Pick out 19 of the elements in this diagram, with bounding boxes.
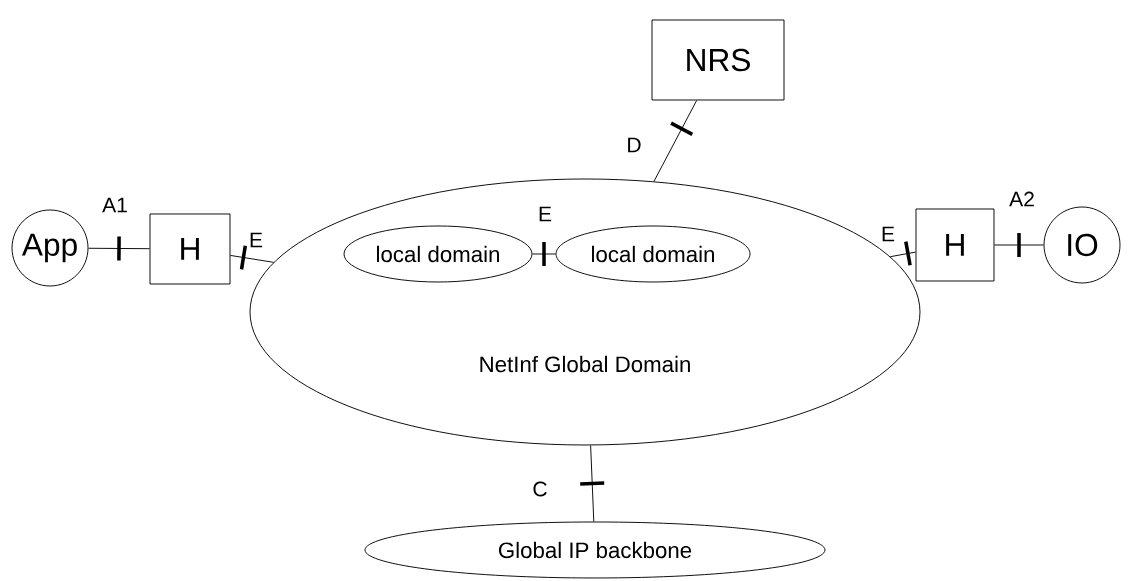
circle-node: IO: [1043, 206, 1121, 284]
edge-label: D: [625, 136, 643, 154]
interface-line: [994, 244, 1044, 246]
edge-label: E: [247, 231, 265, 249]
interface-line: [532, 253, 556, 255]
edge-label: E: [536, 205, 554, 223]
edge-label: E: [879, 225, 897, 243]
interface-line: [88, 247, 150, 250]
interface-line: [590, 444, 595, 522]
interface-line: [230, 254, 275, 263]
edge-label: C: [531, 480, 549, 498]
interface-line: [653, 100, 698, 182]
host-box: H: [149, 213, 231, 285]
edge-label: A1: [100, 196, 130, 214]
edge-label: A2: [1007, 190, 1037, 208]
circle-node: App: [11, 209, 89, 287]
server-box: NRS: [651, 19, 785, 101]
interface-line: [889, 251, 916, 258]
host-box: H: [915, 208, 995, 282]
